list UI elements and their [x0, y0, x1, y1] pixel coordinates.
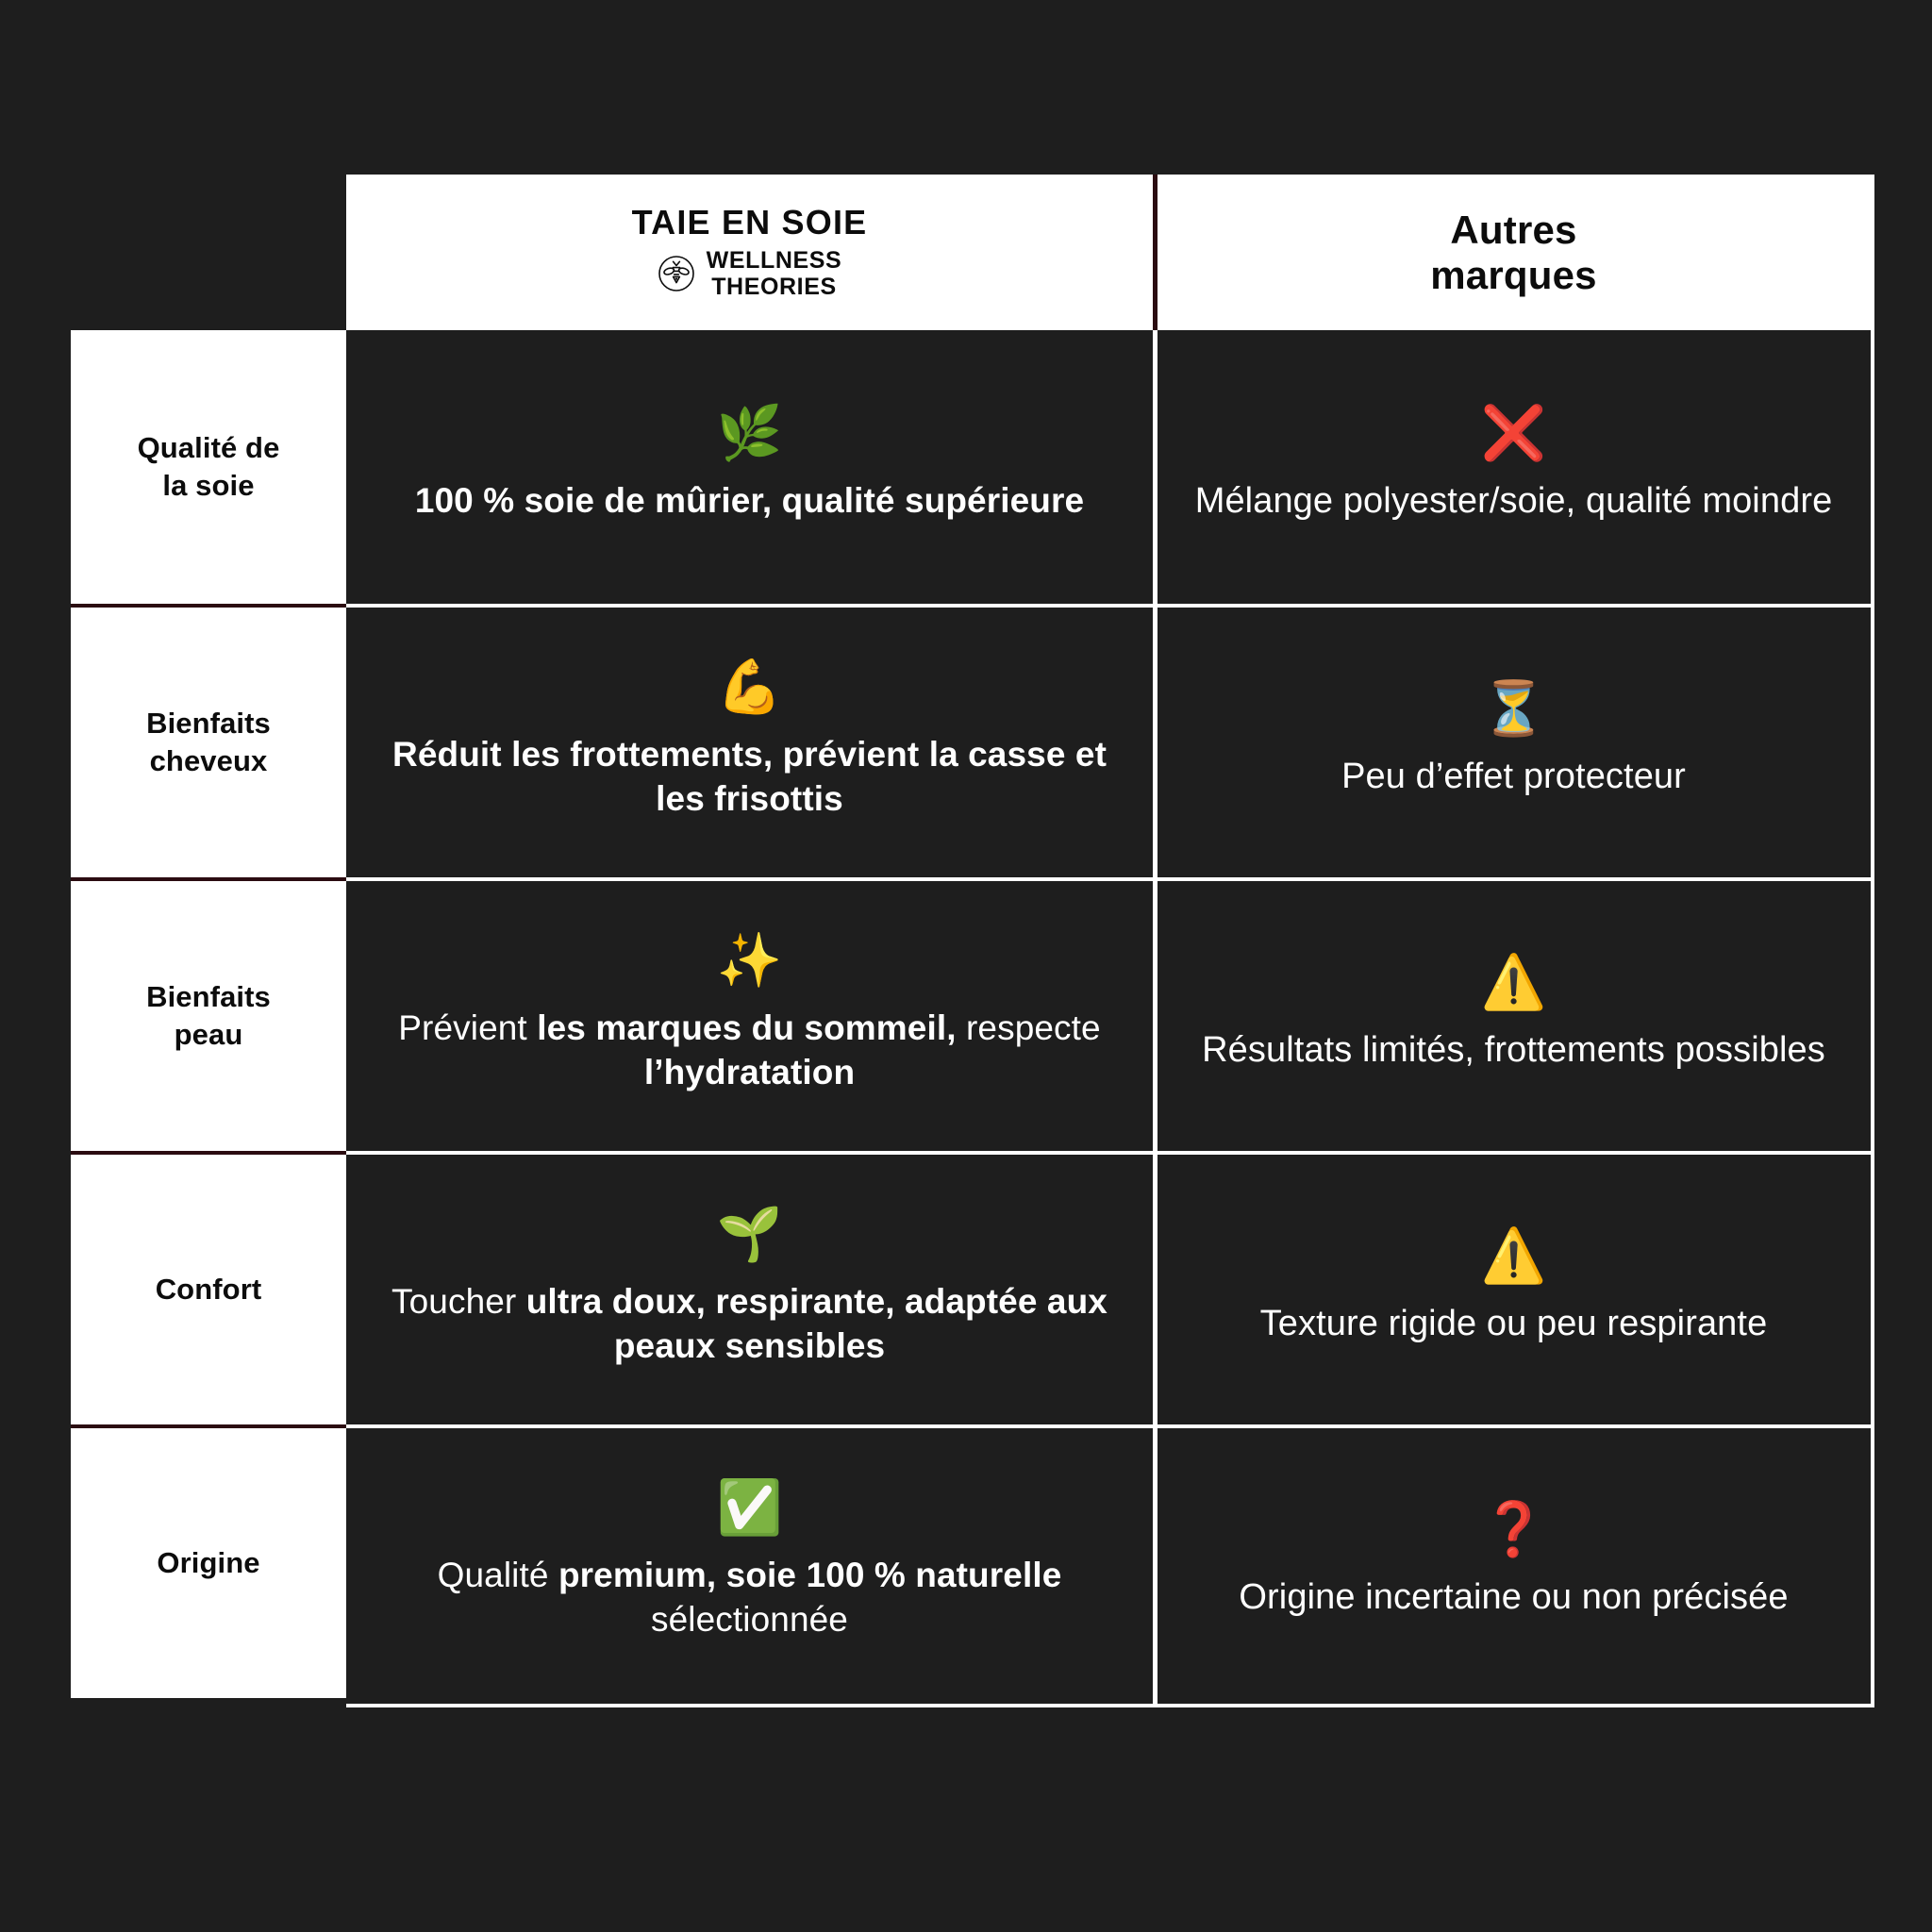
plain-text: Prévient: [398, 1008, 538, 1047]
herb-icon: 🌿: [716, 403, 783, 463]
plain-text: sélectionnée: [651, 1600, 848, 1639]
row-label-line1: Qualité de: [137, 431, 280, 465]
row-label-line1: Confort: [155, 1273, 262, 1307]
row-label-1: Qualité de la soie: [71, 330, 346, 604]
header-others-line1: Autres: [1450, 208, 1577, 253]
cell-ours-text: Qualité premium, soie 100 % naturelle sé…: [378, 1553, 1121, 1642]
cell-others-5: ❓ Origine incertaine ou non précisée: [1153, 1424, 1874, 1698]
header-others-line2: marques: [1430, 252, 1597, 297]
cell-others-3: ⚠️ Résultats limités, frottements possibl…: [1153, 877, 1874, 1151]
cell-ours-5: ✅ Qualité premium, soie 100 % naturelle s…: [346, 1424, 1153, 1698]
cell-others-1: ❌ Mélange polyester/soie, qualité moindre: [1153, 330, 1874, 604]
column-divider-body: [1153, 330, 1158, 1707]
row-label-4: Confort: [71, 1151, 346, 1424]
cell-others-text: Origine incertaine ou non précisée: [1239, 1576, 1789, 1617]
cell-others-4: ⚠️ Texture rigide ou peu respirante: [1153, 1151, 1874, 1424]
row-label-line2: la soie: [162, 469, 255, 502]
row-label-line2: cheveux: [149, 744, 268, 777]
brand-subtitle-line2: THEORIES: [711, 274, 837, 301]
emphasis-text: Réduit les frottements, prévient la cass…: [392, 734, 1107, 818]
question-mark-icon: ❓: [1480, 1498, 1547, 1558]
emphasis-text: premium, soie 100 % naturelle: [558, 1555, 1062, 1594]
plain-text: Qualité: [437, 1555, 558, 1594]
cell-ours-1: 🌿 100 % soie de mûrier, qualité supérieur…: [346, 330, 1153, 604]
cell-others-text: Peu d’effet protecteur: [1341, 756, 1686, 796]
brand-title: TAIE EN SOIE: [631, 202, 868, 242]
row-label-line1: Bienfaits: [146, 707, 271, 741]
cell-ours-3: ✨ Prévient les marques du sommeil, respec…: [346, 877, 1153, 1151]
cell-others-text: Résultats limités, frottements possibles: [1202, 1029, 1825, 1070]
emphasis-text: l’hydratation: [643, 1053, 856, 1091]
row-label-3: Bienfaits peau: [71, 877, 346, 1151]
sparkles-icon: ✨: [716, 929, 783, 990]
table-right-edge: [1871, 330, 1874, 1707]
cell-ours-2: 💪 Réduit les frottements, prévient la cas…: [346, 604, 1153, 877]
cell-ours-4: 🌱 Toucher ultra doux, respirante, adaptée…: [346, 1151, 1153, 1424]
table-bottom-edge: [346, 1704, 1874, 1707]
cell-others-text: Texture rigide ou peu respirante: [1259, 1303, 1768, 1343]
cell-ours-text: 100 % soie de mûrier, qualité supérieure: [415, 478, 1084, 523]
cell-ours-text: Toucher ultra doux, respirante, adaptée …: [378, 1279, 1121, 1369]
check-mark-button-icon: ✅: [716, 1476, 783, 1537]
emphasis-text: les marques du sommeil,: [537, 1008, 957, 1047]
column-divider-header: [1153, 175, 1158, 330]
cell-others-text: Mélange polyester/soie, qualité moindre: [1194, 480, 1833, 521]
emphasis-text: 100 % soie de mûrier, qualité supérieure: [414, 481, 1085, 521]
row-label-text: Origine: [143, 1544, 273, 1582]
row-label-5: Origine: [71, 1424, 346, 1698]
cross-mark-icon: ❌: [1480, 402, 1547, 462]
seedling-icon: 🌱: [716, 1203, 783, 1263]
hourglass-icon: ⏳: [1480, 677, 1547, 738]
warning-icon: ⚠️: [1480, 1224, 1547, 1285]
row-label-line1: Bienfaits: [146, 980, 271, 1014]
row-label-text: Bienfaits peau: [133, 978, 284, 1053]
header-spacer-cell: [71, 175, 346, 330]
row-label-line2: peau: [174, 1018, 243, 1051]
flexed-biceps-icon: 💪: [716, 656, 783, 716]
emphasis-text: ultra doux, respirante, adaptée aux peau…: [525, 1281, 1108, 1365]
cell-ours-text: Prévient les marques du sommeil, respect…: [378, 1006, 1121, 1095]
cell-others-2: ⏳ Peu d’effet protecteur: [1153, 604, 1874, 877]
plain-text: respecte: [956, 1008, 1101, 1047]
plain-text: Toucher: [391, 1281, 526, 1321]
row-label-text: Qualité de la soie: [125, 429, 293, 504]
row-label-text: Confort: [142, 1271, 275, 1308]
brand-subtitle-line1: WELLNESS: [706, 247, 842, 275]
warning-icon: ⚠️: [1480, 951, 1547, 1011]
bee-logo-icon: [658, 255, 695, 292]
row-label-line1: Origine: [157, 1546, 260, 1580]
cell-ours-text: Réduit les frottements, prévient la cass…: [378, 732, 1121, 822]
